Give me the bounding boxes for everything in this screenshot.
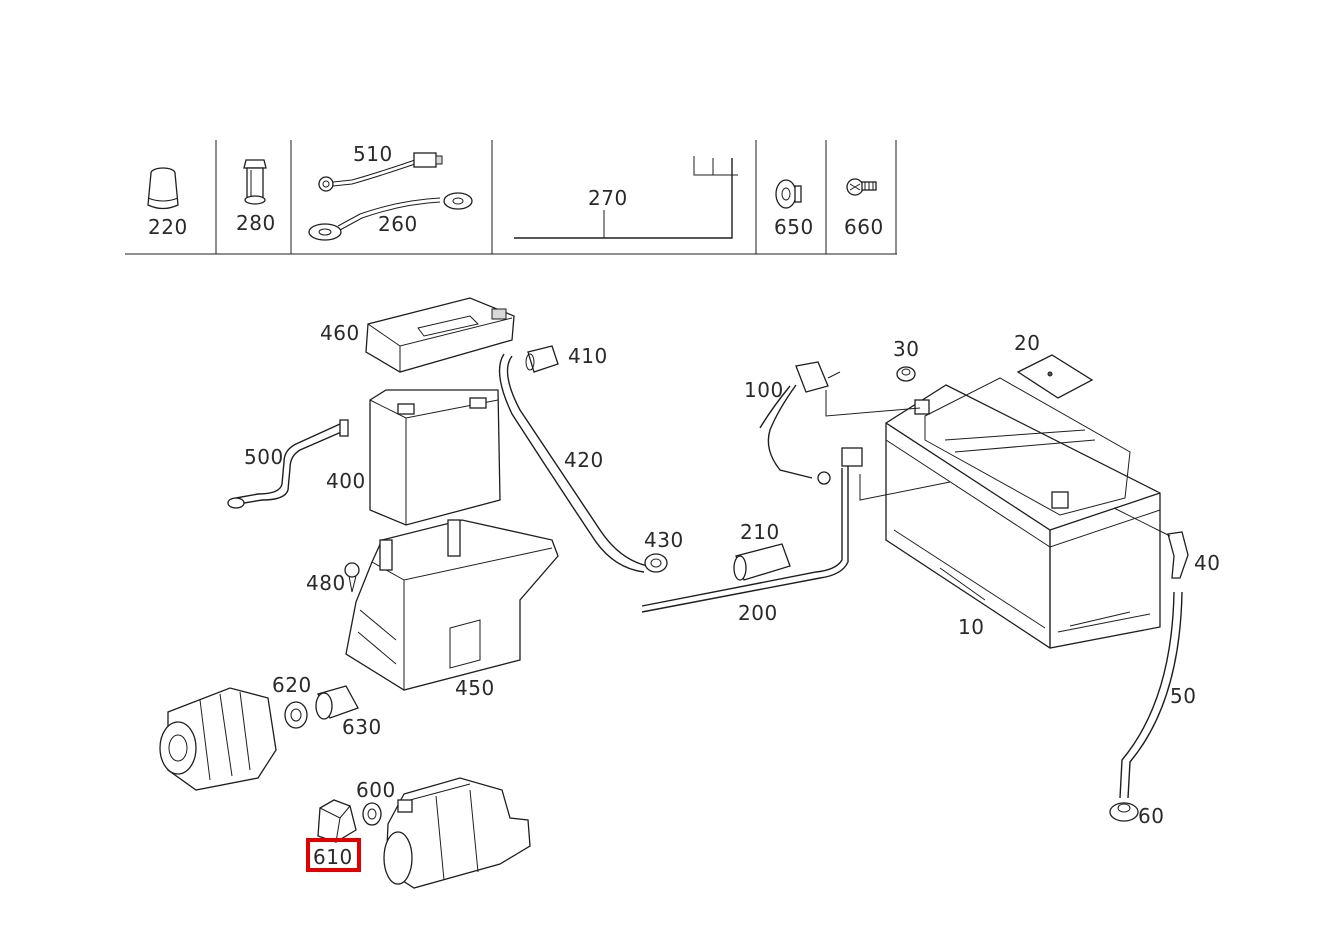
part-650-grommet-icon[interactable] [775, 179, 802, 209]
part-280-sleeve-icon[interactable] [243, 159, 267, 205]
part-30-cap[interactable] [896, 366, 916, 382]
part-20-cover[interactable] [1016, 354, 1094, 399]
part-260-ground-strap-icon[interactable] [308, 192, 473, 241]
label-460[interactable]: 460 [320, 321, 360, 345]
label-30[interactable]: 30 [893, 337, 919, 361]
part-660-screw-icon[interactable] [846, 178, 877, 196]
label-420[interactable]: 420 [564, 448, 604, 472]
part-450-tray[interactable] [345, 519, 559, 691]
part-100-terminal-cable[interactable] [759, 361, 921, 485]
label-200[interactable]: 200 [738, 601, 778, 625]
label-280[interactable]: 280 [236, 211, 276, 235]
label-220[interactable]: 220 [148, 215, 188, 239]
part-400-aux-battery[interactable] [369, 389, 501, 526]
header-parts-strip [125, 140, 897, 255]
label-260[interactable]: 260 [378, 212, 418, 236]
part-220-cap-icon[interactable] [147, 167, 179, 210]
label-510[interactable]: 510 [353, 142, 393, 166]
part-starter[interactable] [383, 777, 531, 889]
part-50-vent-hose[interactable] [1119, 591, 1183, 799]
part-200-positive-cable[interactable] [641, 447, 951, 613]
label-480[interactable]: 480 [306, 571, 346, 595]
label-100[interactable]: 100 [744, 378, 784, 402]
part-460-fuse-box[interactable] [365, 297, 515, 373]
part-480-screw[interactable] [344, 562, 360, 593]
part-40-elbow[interactable] [1113, 507, 1189, 579]
label-650[interactable]: 650 [774, 215, 814, 239]
part-610-cap[interactable] [317, 799, 357, 843]
label-50[interactable]: 50 [1170, 684, 1196, 708]
part-630-cap[interactable] [315, 685, 359, 720]
label-60[interactable]: 60 [1138, 804, 1164, 828]
part-210-cover[interactable] [733, 543, 791, 581]
label-270[interactable]: 270 [588, 186, 628, 210]
label-450[interactable]: 450 [455, 676, 495, 700]
part-60-grommet[interactable] [1109, 802, 1139, 822]
label-410[interactable]: 410 [568, 344, 608, 368]
part-420-hose[interactable] [498, 353, 649, 573]
label-600[interactable]: 600 [356, 778, 396, 802]
label-620[interactable]: 620 [272, 673, 312, 697]
label-20[interactable]: 20 [1014, 331, 1040, 355]
part-270-cable-icon[interactable] [514, 156, 738, 239]
part-10-battery[interactable] [885, 377, 1161, 649]
part-510-sensor-cable-icon[interactable] [318, 152, 443, 192]
label-400[interactable]: 400 [326, 469, 366, 493]
part-labels: 220 280 510 260 270 650 660 460 410 420 … [148, 142, 1220, 869]
highlight-box-610 [306, 838, 361, 872]
label-500[interactable]: 500 [244, 445, 284, 469]
label-610[interactable]: 610 [313, 845, 353, 869]
part-410-connector[interactable] [525, 345, 559, 373]
label-430[interactable]: 430 [644, 528, 684, 552]
label-630[interactable]: 630 [342, 715, 382, 739]
label-660[interactable]: 660 [844, 215, 884, 239]
part-430-grommet[interactable] [644, 553, 668, 573]
label-210[interactable]: 210 [740, 520, 780, 544]
part-alternator[interactable] [159, 687, 277, 791]
part-620-nut[interactable] [284, 701, 308, 729]
label-10[interactable]: 10 [958, 615, 984, 639]
part-500-strap[interactable] [227, 419, 349, 509]
part-600-nut[interactable] [362, 802, 382, 826]
label-40[interactable]: 40 [1194, 551, 1220, 575]
